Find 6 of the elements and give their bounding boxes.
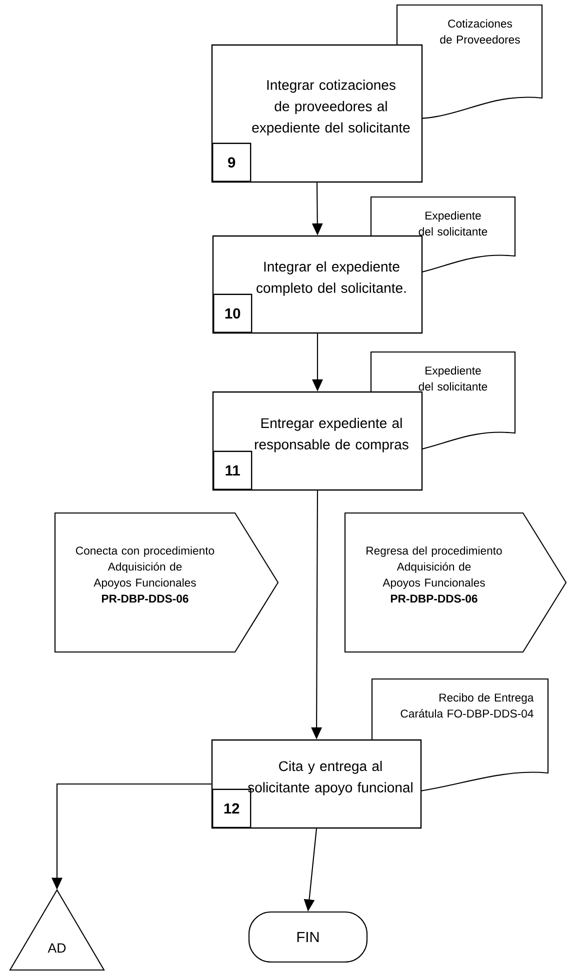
connector-pentagon: Conecta con procedimiento Adquisición de Apoyos Funcionales PR-DBP-DDS-06: [54, 512, 279, 653]
terminator: FIN: [248, 911, 368, 963]
step-number: 9: [212, 142, 252, 182]
step-number: 10: [213, 294, 252, 333]
connector-pentagon: Regresa del procedimiento Adquisición de Apoyos Funcionales PR-DBP-DDS-06: [344, 512, 567, 653]
step-number: 11: [213, 450, 252, 490]
